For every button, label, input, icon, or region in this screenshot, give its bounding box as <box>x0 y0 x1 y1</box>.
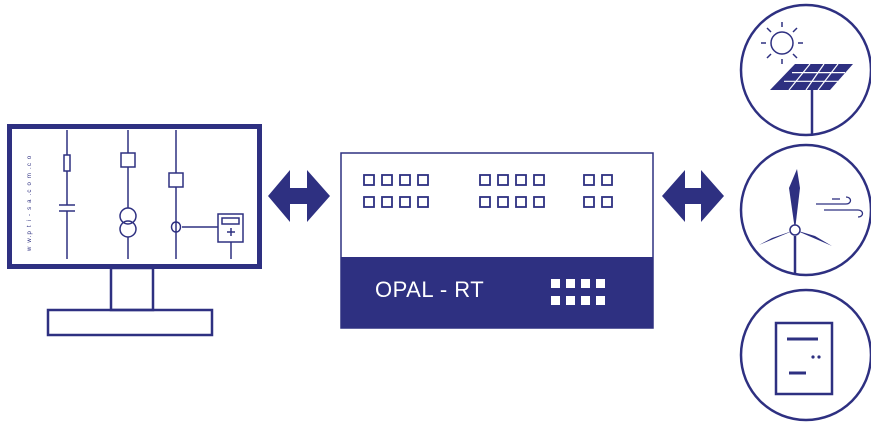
front-panel-ports <box>363 174 613 208</box>
double-arrow-icon <box>662 170 724 222</box>
one-line-schematic <box>59 130 244 259</box>
watermark-text: w w.p t i - s a .c o m .c o <box>27 154 33 251</box>
indicator-lights <box>551 279 605 305</box>
double-arrow-icon <box>268 170 330 222</box>
solar-panel-icon <box>739 3 871 137</box>
simulator-label: OPAL - RT <box>375 277 485 302</box>
monitor-icon <box>7 124 262 337</box>
watermark-url: w w.p t i - s a .c o m .c o <box>20 155 40 256</box>
wind-turbine-icon <box>739 143 871 277</box>
meter-icon <box>739 288 871 422</box>
